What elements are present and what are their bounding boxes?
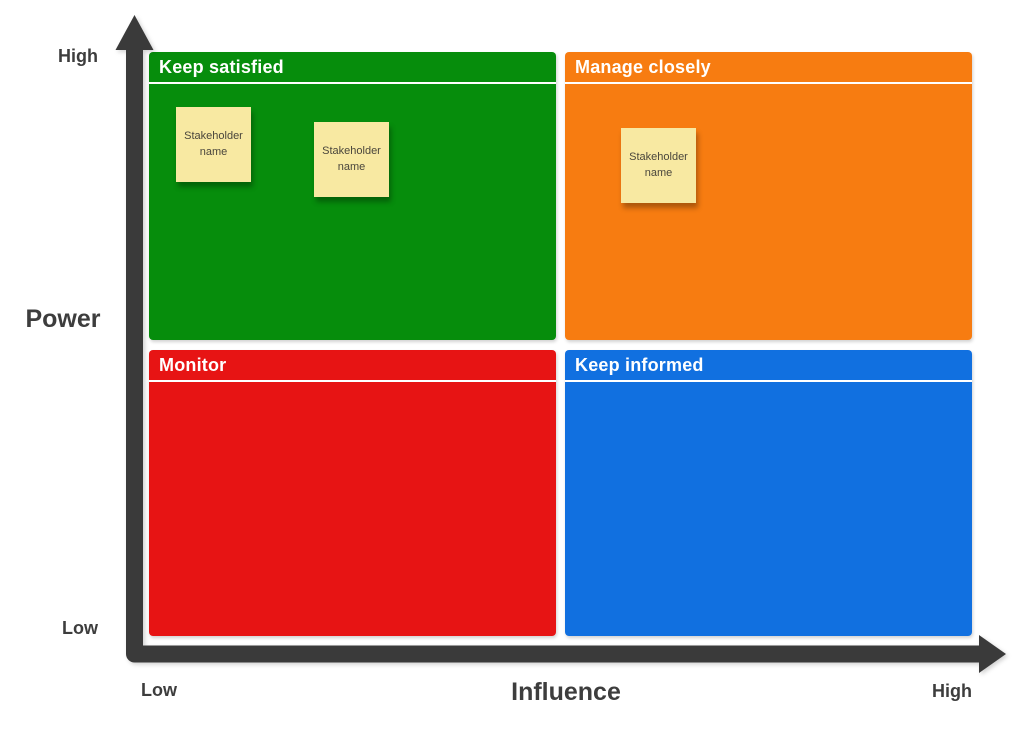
- quadrant-title: Keep satisfied: [159, 56, 284, 77]
- sticky-note-label: Stakeholder name: [322, 144, 381, 173]
- sticky-note-label: Stakeholder name: [629, 150, 688, 179]
- x-axis-arrowhead-icon: [979, 635, 1006, 673]
- sticky-note[interactable]: Stakeholder name: [176, 107, 251, 182]
- quadrant-title: Keep informed: [575, 354, 704, 375]
- quadrant-manage-closely-header: Manage closely: [565, 52, 972, 84]
- y-axis-title: Power: [25, 305, 101, 333]
- quadrant-keep-informed-header: Keep informed: [565, 350, 972, 382]
- y-axis-low-label: Low: [62, 618, 98, 638]
- quadrant-monitor: Monitor: [149, 350, 556, 636]
- x-axis-low-label: Low: [141, 680, 177, 700]
- sticky-note[interactable]: Stakeholder name: [621, 128, 696, 203]
- y-axis-arrowhead-icon: [115, 15, 154, 50]
- x-axis-high-label: High: [932, 681, 972, 701]
- sticky-note-label: Stakeholder name: [184, 129, 243, 158]
- quadrant-keep-satisfied-header: Keep satisfied: [149, 52, 556, 84]
- y-axis-high-label: High: [58, 46, 98, 66]
- quadrant-title: Monitor: [159, 354, 227, 375]
- quadrant-title: Manage closely: [575, 56, 711, 77]
- quadrant-keep-informed: Keep informed: [565, 350, 972, 636]
- sticky-note[interactable]: Stakeholder name: [314, 122, 389, 197]
- quadrant-monitor-header: Monitor: [149, 350, 556, 382]
- x-axis-title: Influence: [511, 678, 621, 706]
